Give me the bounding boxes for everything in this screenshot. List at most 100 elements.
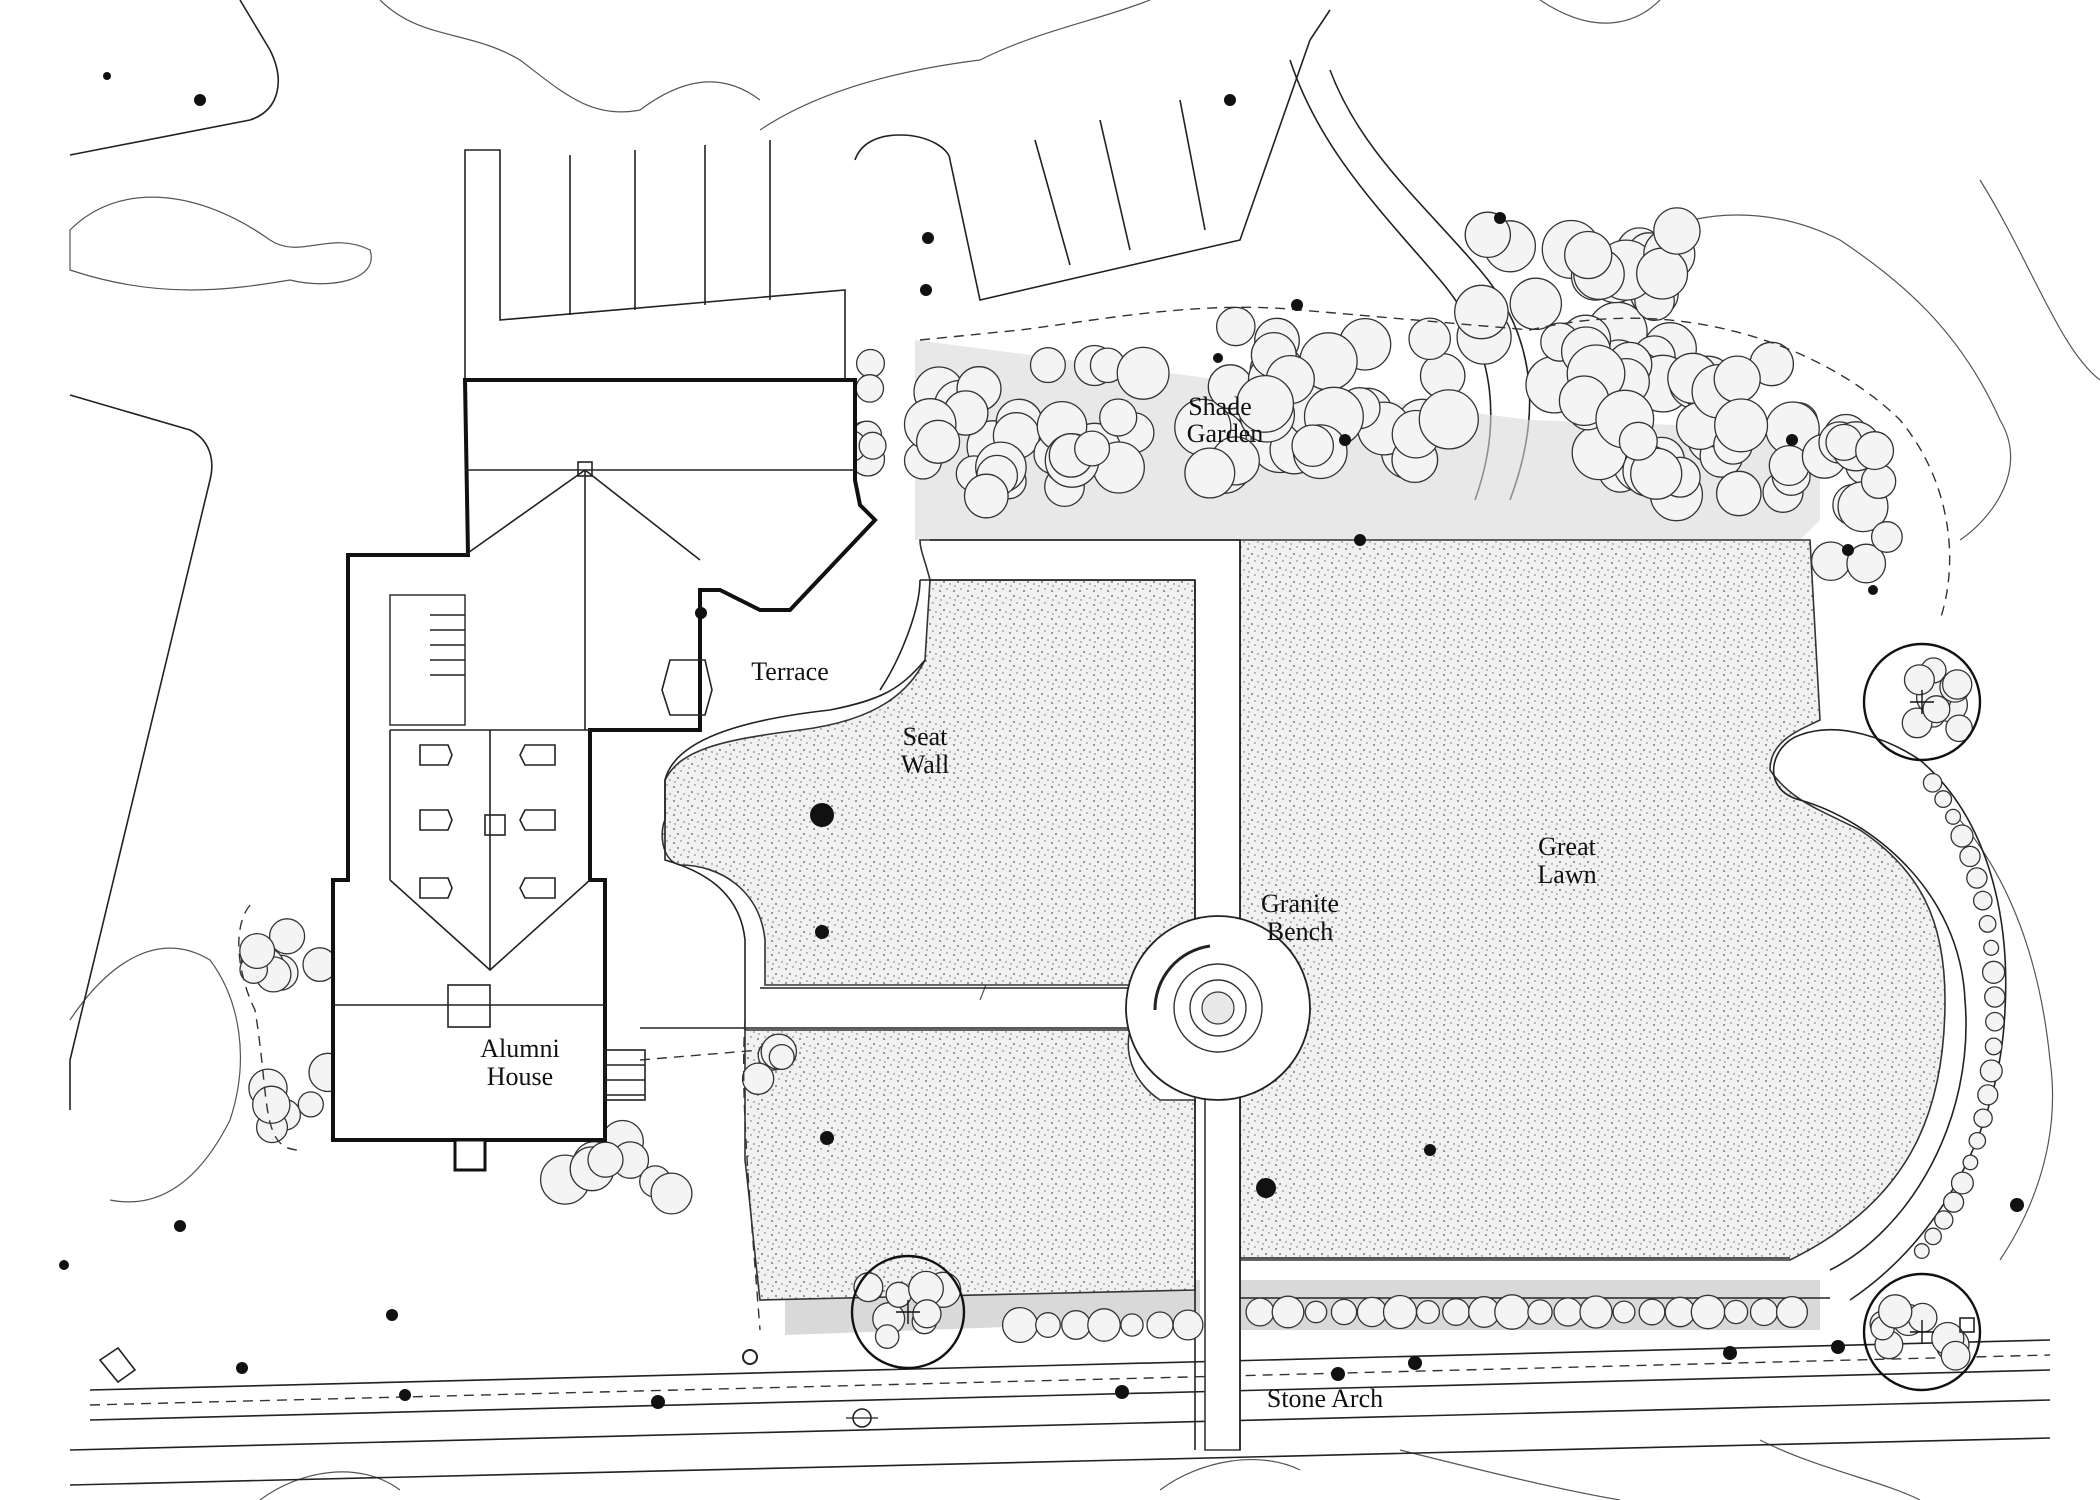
shrub bbox=[1074, 430, 1111, 467]
shrub bbox=[1723, 1299, 1749, 1325]
tree-marker bbox=[1842, 544, 1854, 556]
shrub bbox=[741, 1062, 775, 1095]
shrub bbox=[1330, 1298, 1358, 1326]
granite-bench-plaza bbox=[1125, 915, 1311, 1101]
shrub bbox=[768, 1043, 795, 1071]
tree-marker bbox=[103, 72, 111, 80]
shrub bbox=[963, 473, 1009, 519]
shrub bbox=[1922, 695, 1951, 724]
shrub bbox=[1940, 1340, 1971, 1371]
shrub bbox=[1984, 1037, 2003, 1056]
tree-markers bbox=[59, 72, 2024, 1409]
shrub bbox=[1984, 986, 2006, 1008]
tree-marker bbox=[1424, 1144, 1436, 1156]
shrub bbox=[1418, 389, 1479, 450]
label-terrace: Terrace bbox=[751, 657, 829, 686]
shrub bbox=[1636, 247, 1689, 300]
shrub bbox=[1116, 346, 1170, 400]
label-stone-arch: Stone Arch bbox=[1267, 1384, 1383, 1413]
shrub bbox=[1962, 1154, 1979, 1171]
shrub bbox=[1061, 1310, 1091, 1340]
shrub bbox=[1972, 890, 1993, 911]
shrub bbox=[1978, 914, 1997, 933]
tree-marker bbox=[1213, 353, 1223, 363]
tree-marker bbox=[920, 284, 932, 296]
tree-marker bbox=[1831, 1340, 1845, 1354]
shrub bbox=[855, 348, 886, 378]
entry-steps bbox=[604, 1049, 646, 1101]
shrub bbox=[1271, 1295, 1305, 1329]
shrub bbox=[1966, 867, 1988, 889]
shrub bbox=[252, 1085, 291, 1125]
shrub bbox=[1001, 1306, 1039, 1344]
tree-marker bbox=[59, 1260, 69, 1270]
shrub bbox=[1846, 543, 1887, 584]
tree-marker bbox=[651, 1395, 665, 1409]
shrub bbox=[1029, 347, 1066, 384]
shrub bbox=[1950, 824, 1974, 848]
shrub bbox=[1618, 421, 1658, 461]
shrub bbox=[1035, 1312, 1061, 1338]
roads bbox=[69, 0, 2051, 1486]
tree-marker bbox=[174, 1220, 186, 1232]
tree-marker bbox=[1354, 534, 1366, 546]
shrub bbox=[1749, 1297, 1779, 1327]
shrub bbox=[1494, 1294, 1530, 1330]
shrub bbox=[1973, 1108, 1993, 1128]
tree-marker bbox=[1339, 434, 1351, 446]
lawns bbox=[661, 539, 1946, 1301]
shrub bbox=[1184, 447, 1236, 499]
shrub bbox=[1981, 960, 2006, 984]
shrub bbox=[1356, 1296, 1388, 1328]
shrub bbox=[1579, 1295, 1613, 1329]
shrub bbox=[874, 1324, 900, 1349]
tree-marker bbox=[386, 1309, 398, 1321]
tree-marker bbox=[1256, 1178, 1276, 1198]
shrub bbox=[1415, 1299, 1441, 1325]
shrub bbox=[1913, 1243, 1930, 1259]
shrub bbox=[1924, 1227, 1942, 1246]
shrub bbox=[1245, 1297, 1275, 1327]
tree-marker bbox=[1408, 1356, 1422, 1370]
label-granite-bench-2: Bench bbox=[1267, 917, 1333, 946]
label-seat-wall-1: Seat bbox=[903, 722, 949, 751]
shrub bbox=[1553, 1297, 1583, 1327]
shrub bbox=[1903, 664, 1935, 696]
shrub bbox=[1942, 1191, 1965, 1213]
shrub bbox=[855, 374, 885, 403]
shrub bbox=[1527, 1299, 1553, 1325]
shrub bbox=[1382, 1294, 1418, 1330]
shrub bbox=[1983, 939, 2000, 956]
shrub bbox=[1291, 424, 1335, 468]
shrub bbox=[1146, 1311, 1174, 1339]
shrub bbox=[1959, 845, 1981, 868]
shrub bbox=[1934, 1210, 1954, 1230]
tree-marker bbox=[810, 803, 834, 827]
shrub bbox=[1509, 277, 1563, 331]
shrub bbox=[1454, 284, 1509, 340]
label-shade-garden-1: Shade bbox=[1188, 392, 1252, 421]
tree-marker bbox=[1291, 299, 1303, 311]
tree-marker bbox=[1331, 1367, 1345, 1381]
shrub bbox=[912, 1299, 942, 1329]
shrub bbox=[1775, 1295, 1809, 1329]
shrub bbox=[915, 419, 961, 464]
label-shade-garden-2: Garden bbox=[1187, 419, 1264, 448]
shrub bbox=[1172, 1309, 1204, 1341]
property-lines bbox=[238, 306, 1951, 1331]
tree-marker bbox=[1494, 212, 1506, 224]
label-seat-wall-2: Wall bbox=[901, 750, 949, 779]
shrub bbox=[650, 1172, 693, 1215]
shrub bbox=[1855, 431, 1895, 471]
tree-marker bbox=[1224, 94, 1236, 106]
tree-marker bbox=[194, 94, 206, 106]
shrub bbox=[1304, 1300, 1328, 1324]
tree-marker bbox=[695, 607, 707, 619]
tree-marker bbox=[815, 925, 829, 939]
shrub bbox=[1612, 1300, 1636, 1324]
tree-marker bbox=[820, 1131, 834, 1145]
specimen-trees bbox=[850, 642, 1982, 1392]
shrub bbox=[1087, 1308, 1121, 1342]
site-furniture bbox=[98, 1317, 1975, 1428]
tree-marker bbox=[2010, 1198, 2024, 1212]
